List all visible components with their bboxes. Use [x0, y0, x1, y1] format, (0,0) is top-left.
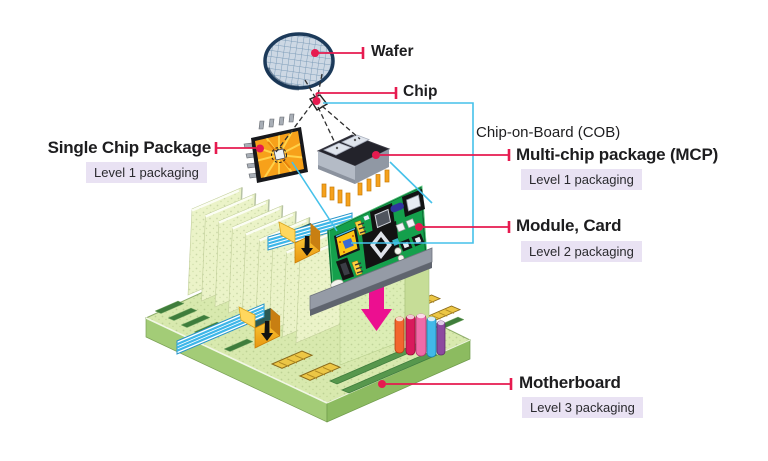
- single-chip-package-label: Single Chip Package: [47, 138, 212, 157]
- resistors: [351, 220, 367, 276]
- connector-box-1-front: [278, 221, 321, 264]
- capacitors: [394, 313, 446, 358]
- card-edge-connector: [309, 247, 433, 316]
- scp-pointer: [214, 142, 264, 154]
- wafer-illustration: [263, 32, 335, 91]
- module-card-label: Module, Card: [516, 216, 622, 235]
- motherboard-label: Motherboard: [519, 373, 621, 392]
- mcp-label: Multi-chip package (MCP): [516, 145, 719, 164]
- single-chip-package-badge: Level 1 packaging: [86, 162, 207, 183]
- motherboard-badge: Level 3 packaging: [522, 397, 643, 418]
- wafer-label: Wafer: [371, 43, 414, 60]
- chip-pointer: [312, 87, 398, 105]
- cob-label: Chip-on-Board (COB): [476, 124, 621, 141]
- cob-connector-lines: [291, 102, 474, 244]
- mcp-illustration: [316, 134, 391, 207]
- annotation-pointers: [214, 47, 513, 390]
- chip-label: Chip: [403, 83, 438, 100]
- module-card-badge: Level 2 packaging: [521, 241, 642, 262]
- mcp-pointer: [372, 149, 511, 161]
- module-pointer: [415, 221, 511, 233]
- motherboard-pointer: [378, 378, 513, 390]
- pink-down-arrow: [361, 287, 392, 331]
- module-card-illustration: [327, 185, 428, 303]
- cob-chip: [334, 227, 360, 259]
- mcp-badge: Level 1 packaging: [521, 169, 642, 190]
- connector-box-2-front: [238, 306, 281, 349]
- dashed-connector-lines: [275, 73, 361, 153]
- mcp-pins: [321, 169, 390, 207]
- wafer-pointer: [311, 47, 365, 59]
